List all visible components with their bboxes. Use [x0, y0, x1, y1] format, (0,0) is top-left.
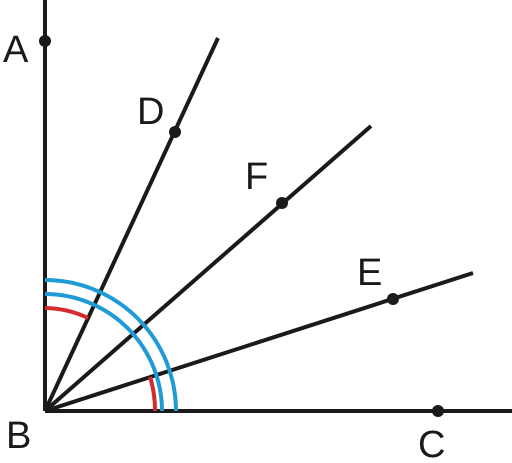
label-c: C	[418, 424, 445, 463]
label-b: B	[6, 415, 31, 457]
point-e	[387, 293, 399, 305]
angle-mark-abc-inner	[44, 292, 164, 412]
label-a: A	[3, 29, 29, 71]
ray-be	[44, 271, 474, 413]
label-e: E	[357, 252, 382, 294]
point-c	[432, 405, 444, 417]
angle-mark-abd	[44, 306, 89, 320]
angle-mark-abc-outer	[44, 278, 178, 412]
label-f: F	[245, 156, 268, 198]
angle-mark-ebc	[148, 376, 158, 412]
point-d	[169, 126, 181, 138]
ray-bf	[43, 124, 373, 413]
point-f	[276, 197, 288, 209]
ray-bd	[43, 37, 220, 412]
label-d: D	[137, 91, 164, 133]
point-a	[39, 35, 51, 47]
